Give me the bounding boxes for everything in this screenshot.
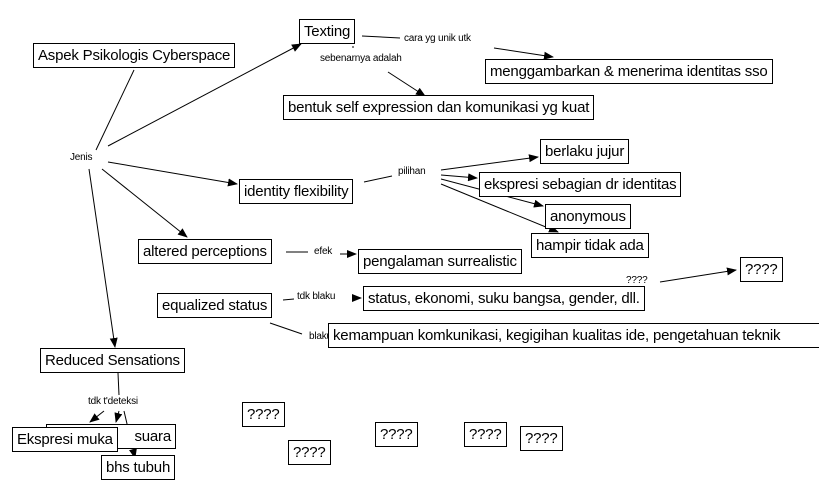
- link-pilihan-berlaku: [440, 154, 539, 171]
- concept-status-list[interactable]: status, ekonomi, suku bangsa, gender, dl…: [363, 286, 645, 311]
- link-label-jenis: Jenis: [70, 152, 93, 163]
- concept-menggambarkan[interactable]: menggambarkan & menerima identitas sso: [485, 59, 773, 84]
- concept-altered-perceptions[interactable]: altered perceptions: [138, 239, 272, 264]
- concept-unknown-right[interactable]: ????: [740, 257, 783, 282]
- concept-unknown-4[interactable]: ????: [464, 422, 507, 447]
- link-label-unknown: ????: [626, 275, 648, 286]
- concept-equalized-status[interactable]: equalized status: [157, 293, 273, 318]
- link-root-jenis: [95, 69, 135, 151]
- link-tdk-suara: [114, 410, 123, 423]
- concept-unknown-5[interactable]: ????: [520, 426, 563, 451]
- link-equalized-blaku: [269, 322, 303, 335]
- link-sebenarnya-bentuk: [387, 71, 426, 97]
- concept-root[interactable]: Aspek Psikologis Cyberspace: [33, 43, 236, 68]
- link-identity-pilihan: [363, 175, 393, 183]
- concept-ekspresi-sebagian[interactable]: ekspresi sebagian dr identitas: [479, 172, 682, 197]
- link-equalized-tdkblaku: [282, 298, 295, 301]
- link-label-cara-yg-unik-utk: cara yg unik utk: [404, 33, 471, 44]
- link-pilihan-ekspresi: [440, 173, 478, 182]
- link-label-tdk-tdeteksi: tdk t'deteksi: [88, 396, 138, 407]
- link-jenis-identity: [107, 161, 238, 187]
- link-jenis-reduced: [88, 168, 118, 348]
- concept-berlaku-jujur[interactable]: berlaku jujur: [540, 139, 630, 164]
- concept-hampir-tidak-ada[interactable]: hampir tidak ada: [531, 233, 649, 258]
- link-jenis-texting: [107, 43, 302, 147]
- concept-bhs-tubuh[interactable]: bhs tubuh: [101, 455, 176, 480]
- link-tdk-ekspresi: [89, 410, 105, 423]
- concept-bentuk[interactable]: bentuk self expression dan komunikasi yg…: [283, 95, 595, 120]
- link-texting-cara: [361, 35, 401, 39]
- concept-kemampuan-list[interactable]: kemampuan komkunikasi, kegigihan kualita…: [328, 323, 819, 348]
- concept-pengalaman-surrealistic[interactable]: pengalaman surrealistic: [358, 249, 522, 274]
- link-label-tdk-blaku: tdk blaku: [297, 291, 336, 302]
- link-label-sebenarnya-adalah: sebenarnya adalah: [320, 53, 402, 64]
- concept-unknown-3[interactable]: ????: [375, 422, 418, 447]
- link-unknown-right: [659, 267, 737, 283]
- concept-unknown-2[interactable]: ????: [288, 440, 331, 465]
- link-label-pilihan: pilihan: [398, 166, 426, 177]
- concept-identity-flexibility[interactable]: identity flexibility: [239, 179, 354, 204]
- link-pilihan-hampir: [440, 183, 559, 233]
- link-label-blaku: blaku: [309, 331, 331, 342]
- concept-unknown-1[interactable]: ????: [242, 402, 285, 427]
- link-jenis-altered: [101, 168, 188, 238]
- link-reduced-tdk: [117, 372, 120, 396]
- concept-reduced-sensations[interactable]: Reduced Sensations: [40, 348, 185, 373]
- link-label-efek: efek: [314, 246, 333, 257]
- concept-anonymous[interactable]: anonymous: [545, 204, 631, 229]
- link-cara-menggambarkan: [493, 47, 554, 60]
- concept-texting[interactable]: Texting: [299, 19, 356, 44]
- concept-ekspresi-muka[interactable]: Ekspresi muka: [12, 427, 118, 452]
